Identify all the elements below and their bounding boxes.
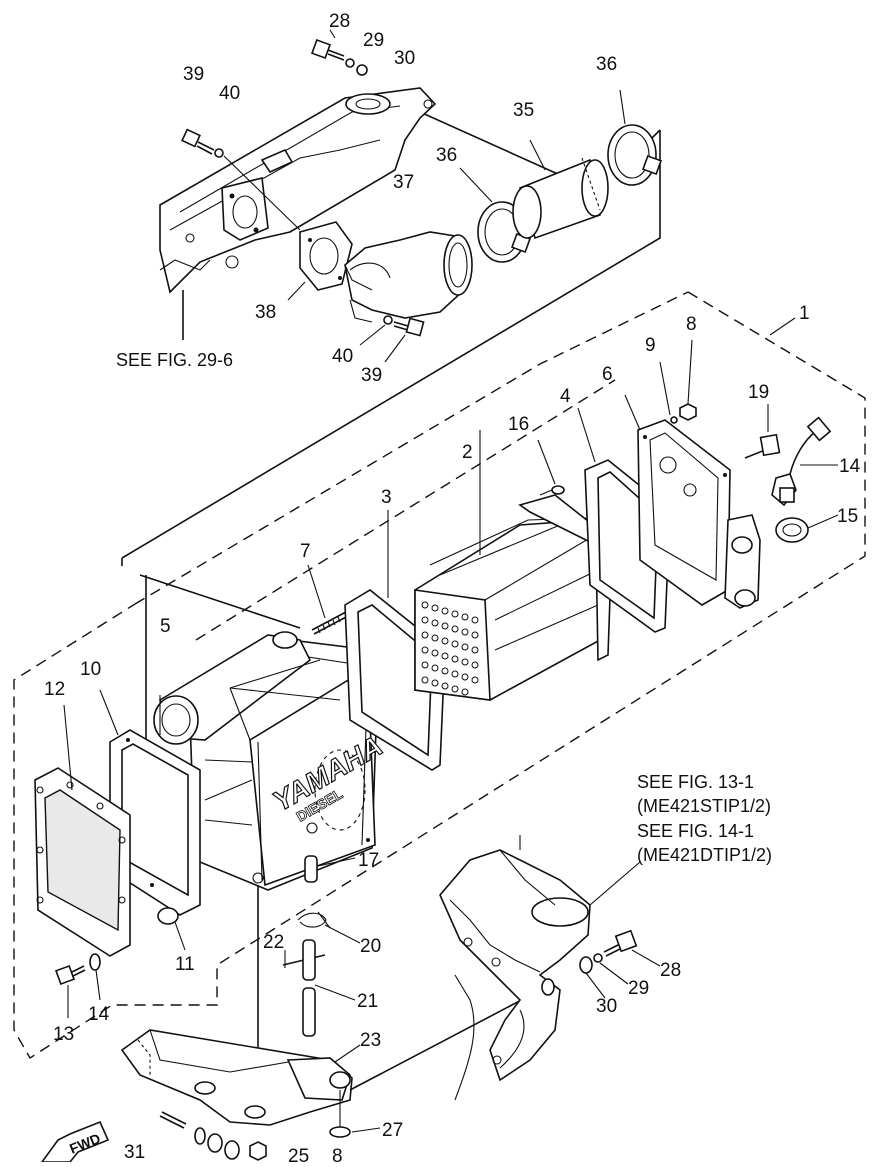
label-22: 22: [263, 932, 284, 953]
hose-35: [512, 139, 609, 240]
bolt-39-upper: [181, 128, 301, 231]
label-27: 27: [382, 1120, 403, 1141]
gasket-38: [287, 221, 353, 301]
heat-exchanger-body-5: [153, 631, 379, 891]
bolt-13: [55, 953, 101, 1018]
label-25: 25: [288, 1146, 309, 1162]
stud-7: [307, 564, 349, 635]
label-35: 35: [513, 100, 534, 121]
label-38: 38: [255, 302, 276, 323]
label-23: 23: [360, 1030, 381, 1051]
exhaust-manifold: [159, 87, 437, 294]
label-37: 37: [393, 172, 414, 193]
bolt-28-upper: [311, 29, 368, 76]
mount-line: [349, 984, 551, 1091]
label-40a: 40: [219, 83, 240, 104]
ref-fig14-code: (ME421DTIP1/2): [637, 845, 772, 865]
label-36a: 36: [436, 145, 457, 166]
label-5: 5: [160, 616, 171, 637]
label-4: 4: [560, 386, 571, 407]
nut-8-upper: [659, 339, 697, 424]
ref-fig13-code: (ME421STIP1/2): [637, 796, 771, 816]
part-labels: 28 29 30 36 39 40 35 36 37 38 40 39 1 8 …: [44, 11, 861, 1167]
label-29b: 29: [628, 978, 649, 999]
bracket-23: [120, 1029, 361, 1126]
stud-31: [159, 1111, 267, 1161]
fitting-15: [771, 416, 838, 507]
label-21: 20: [360, 936, 381, 957]
core-2: [414, 430, 613, 701]
label-28a: 28: [329, 11, 350, 32]
assembly-outline: [13, 291, 866, 1059]
label-17: 17: [358, 850, 379, 871]
pin-18: [537, 439, 565, 496]
label-15: 14: [839, 456, 861, 477]
label-8a: 8: [686, 314, 697, 335]
tube-20: [302, 939, 356, 1037]
zinc-11: [157, 907, 186, 951]
end-cover-6: [624, 394, 761, 609]
ref-fig14: SEE FIG. 14-1: [637, 821, 754, 841]
bolt-39-lower: [359, 315, 425, 363]
clamp-36-right: [607, 89, 662, 186]
washer-27: [329, 1090, 381, 1138]
washer-16: [775, 514, 839, 543]
label-30b: 30: [596, 996, 617, 1017]
label-8b: 8: [332, 1146, 343, 1162]
leader-1: [769, 317, 796, 336]
label-10: 10: [80, 659, 101, 680]
label-16: 15: [837, 506, 858, 527]
pipe-17: [304, 855, 356, 883]
label-3: 3: [381, 487, 392, 508]
label-20: 21: [357, 991, 378, 1012]
label-1: 1: [799, 303, 810, 324]
plug-19: [744, 404, 781, 459]
label-12: 12: [44, 679, 65, 700]
label-40b: 40: [332, 346, 353, 367]
ref-fig29: SEE FIG. 29-6: [116, 350, 233, 370]
label-30a: 30: [394, 48, 415, 69]
reference-notes: SEE FIG. 29-6 SEE FIG. 13-1 (ME421STIP1/…: [116, 350, 772, 865]
clip-21: [297, 911, 361, 944]
label-31: 31: [124, 1142, 145, 1162]
forward-arrow: FWD: [40, 1120, 110, 1163]
end-cover-12: [34, 704, 131, 957]
label-2: 2: [462, 442, 473, 463]
label-13: 13: [53, 1024, 74, 1045]
label-14: 14: [88, 1004, 110, 1025]
label-36b: 36: [596, 54, 617, 75]
label-7: 7: [300, 541, 311, 562]
label-39b: 39: [361, 365, 382, 386]
label-6: 6: [602, 364, 613, 385]
label-39a: 39: [183, 64, 204, 85]
frame-lines: [121, 111, 661, 780]
elbow-pipe-37: [344, 231, 473, 323]
label-9: 9: [645, 335, 656, 356]
ref-fig13: SEE FIG. 13-1: [637, 772, 754, 792]
bolt-28-lower: [579, 929, 661, 999]
label-19: 19: [748, 382, 769, 403]
engine-mount: [439, 835, 641, 1101]
label-11: 11: [175, 954, 195, 975]
label-28b: 28: [660, 960, 681, 981]
label-18: 16: [508, 414, 529, 435]
label-29a: 29: [363, 30, 384, 51]
